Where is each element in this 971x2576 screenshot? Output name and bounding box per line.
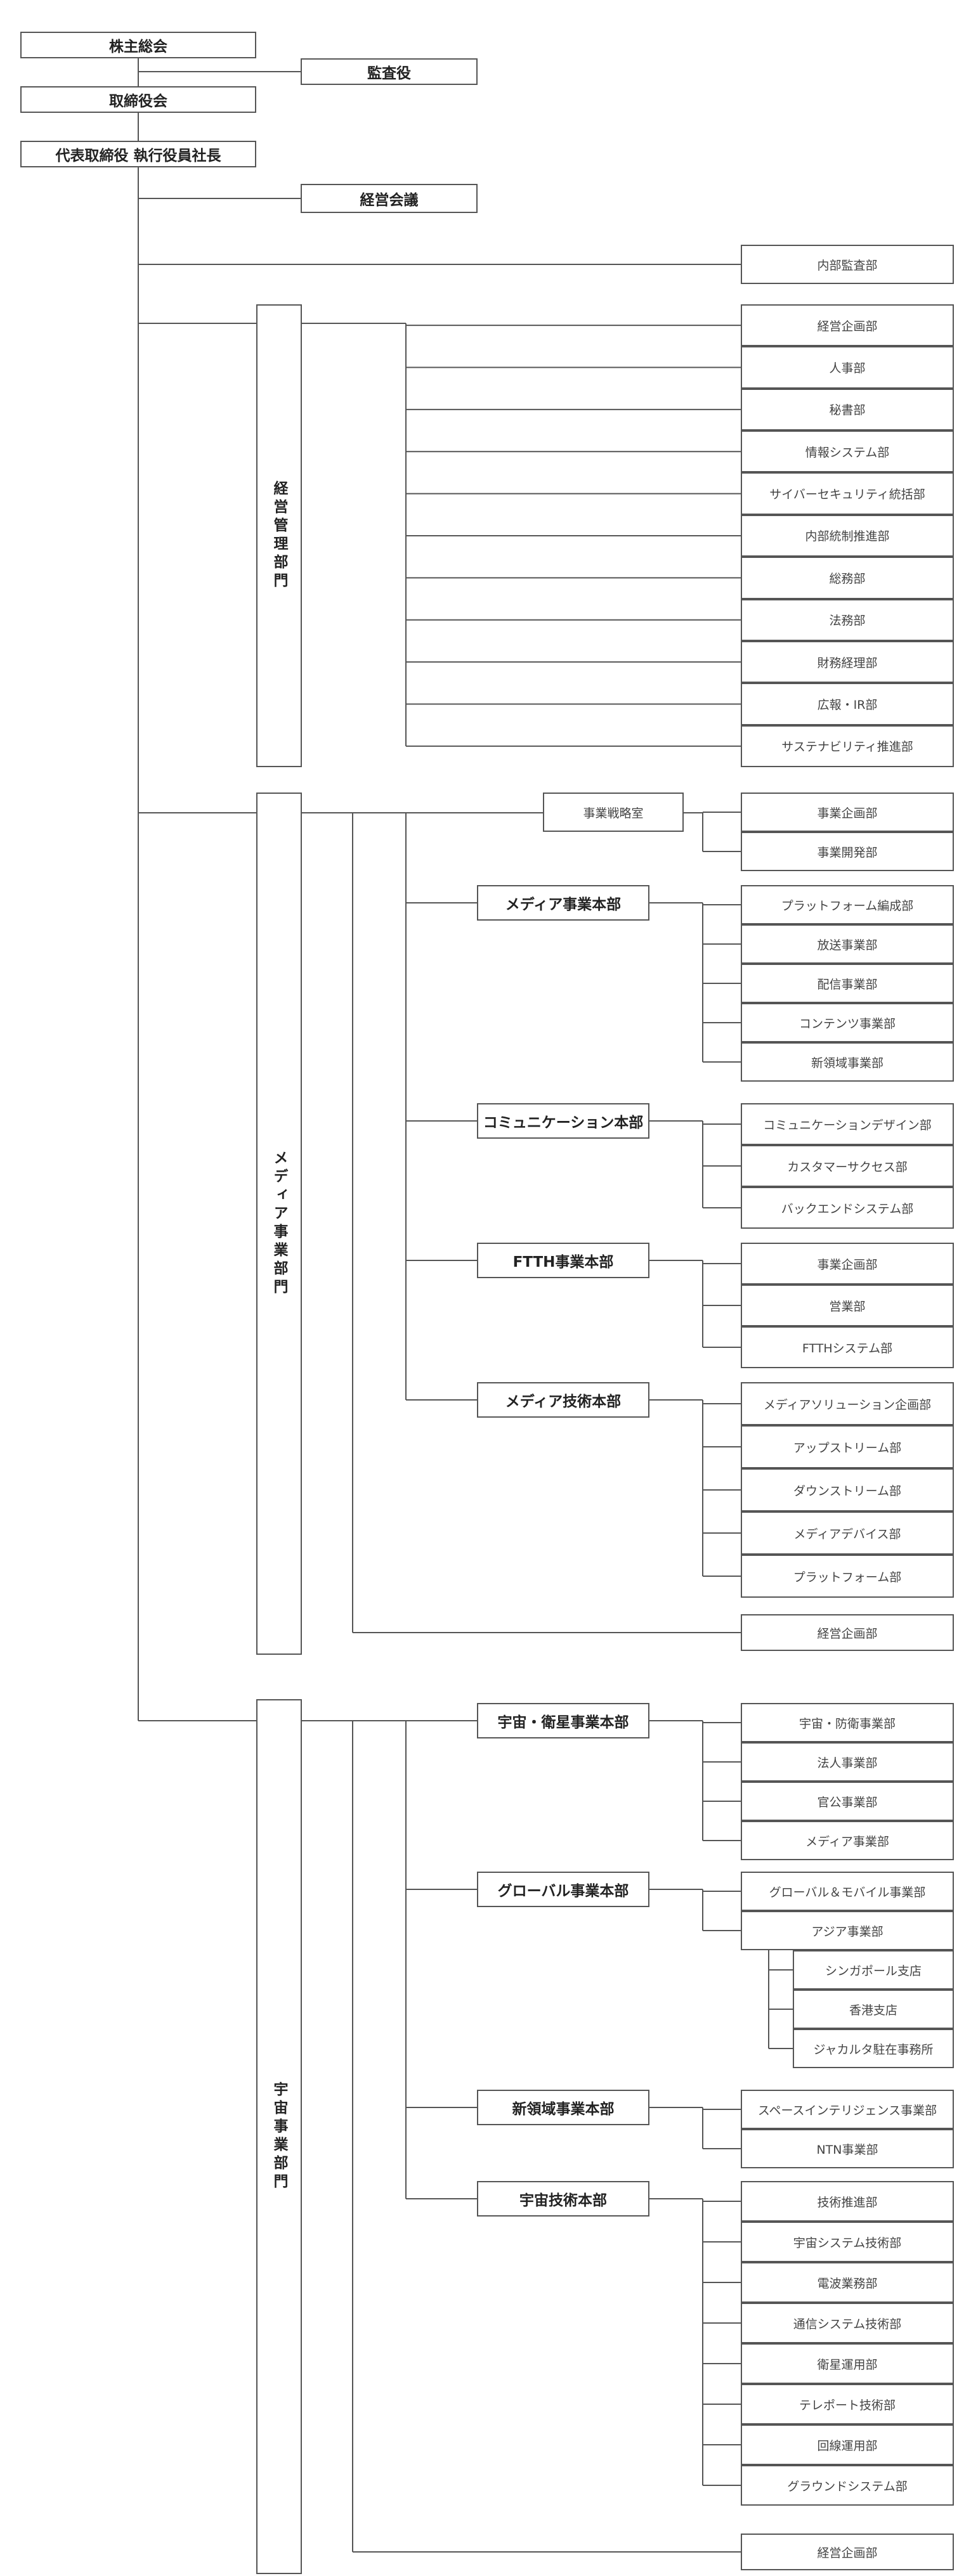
division-media: メディア事業部門	[256, 793, 302, 1655]
media-hq_tech-dept-2: ダウンストリーム部	[741, 1468, 954, 1511]
space-hq_global-dept-0: グローバル＆モバイル事業部	[741, 1872, 954, 1911]
mgmt-dept-4: サイバーセキュリティ統括部	[741, 472, 954, 515]
media-hq_comm-dept-1: カスタマーサクセス部	[741, 1145, 954, 1187]
media-hq_media-dept-2: 配信事業部	[741, 964, 954, 1003]
hq-global-box: グローバル事業本部	[477, 1872, 649, 1907]
auditor-box: 監査役	[301, 58, 478, 85]
mgmt-dept-1: 人事部	[741, 346, 954, 389]
mgmt-dept-7: 法務部	[741, 599, 954, 641]
media-hq_ftth-dept-0: 事業企画部	[741, 1243, 954, 1285]
media-hq_comm-dept-2: バックエンドシステム部	[741, 1187, 954, 1229]
president-box: 代表取締役 執行役員社長	[20, 141, 256, 167]
media-hq_media-dept-0: プラットフォーム編成部	[741, 885, 954, 924]
space-hq_tech-dept-2: 電波業務部	[741, 2262, 954, 2303]
space-hq_tech-dept-6: 回線運用部	[741, 2424, 954, 2465]
space-hq_tech-dept-7: グラウンドシステム部	[741, 2465, 954, 2506]
space-hq_sat-dept-2: 官公事業部	[741, 1782, 954, 1821]
hq-new-domain-box: 新領域事業本部	[477, 2090, 649, 2125]
space-hq_tech-dept-0: 技術推進部	[741, 2181, 954, 2222]
space-hq_new-dept-1: NTN事業部	[741, 2129, 954, 2168]
mgmt-dept-2: 秘書部	[741, 388, 954, 431]
hq-media-tech-box: メディア技術本部	[477, 1382, 649, 1418]
media-planning-box: 経営企画部	[741, 1614, 954, 1651]
media-hq_media-dept-4: 新領域事業部	[741, 1042, 954, 1082]
division-management: 経営管理部門	[256, 304, 302, 767]
space-hq_sat-dept-3: メディア事業部	[741, 1821, 954, 1860]
media-hq_tech-dept-4: プラットフォーム部	[741, 1555, 954, 1598]
division-space-label: 宇宙事業部門	[271, 2081, 287, 2192]
mgmt-meeting-box: 経営会議	[301, 184, 478, 213]
hq-media-box: メディア事業本部	[477, 885, 649, 921]
mgmt-dept-8: 財務経理部	[741, 640, 954, 683]
space-hq_sat-dept-1: 法人事業部	[741, 1742, 954, 1782]
hq-satellite-box: 宇宙・衛星事業本部	[477, 1703, 649, 1738]
space-hq_tech-dept-1: 宇宙システム技術部	[741, 2222, 954, 2262]
shareholders-box: 株主総会	[20, 32, 256, 58]
space-planning-box: 経営企画部	[741, 2534, 954, 2570]
mgmt-dept-0: 経営企画部	[741, 304, 954, 347]
global-branch-0: シンガポール支店	[793, 1950, 954, 1990]
mgmt-dept-3: 情報システム部	[741, 430, 954, 473]
strategy-dept-0: 事業企画部	[741, 793, 954, 832]
media-hq_tech-dept-3: メディアデバイス部	[741, 1511, 954, 1555]
division-space: 宇宙事業部門	[256, 1699, 302, 2574]
strategy-office-box: 事業戦略室	[543, 793, 684, 832]
media-hq_ftth-dept-1: 営業部	[741, 1285, 954, 1326]
division-management-label: 経営管理部門	[271, 481, 287, 591]
mgmt-dept-6: 総務部	[741, 557, 954, 599]
space-hq_sat-dept-0: 宇宙・防衛事業部	[741, 1703, 954, 1742]
division-media-label: メディア事業部門	[271, 1150, 287, 1297]
media-hq_tech-dept-0: メディアソリューション企画部	[741, 1382, 954, 1425]
media-hq_media-dept-1: 放送事業部	[741, 924, 954, 964]
media-hq_media-dept-3: コンテンツ事業部	[741, 1003, 954, 1042]
space-hq_tech-dept-5: テレポート技術部	[741, 2384, 954, 2424]
strategy-dept-1: 事業開発部	[741, 832, 954, 871]
space-hq_tech-dept-4: 衛星運用部	[741, 2343, 954, 2384]
global-branch-1: 香港支店	[793, 1990, 954, 2029]
board-box: 取締役会	[20, 86, 256, 113]
global-branch-2: ジャカルタ駐在事務所	[793, 2029, 954, 2068]
hq-space-tech-box: 宇宙技術本部	[477, 2181, 649, 2217]
mgmt-dept-10: サステナビリティ推進部	[741, 725, 954, 767]
space-hq_new-dept-0: スペースインテリジェンス事業部	[741, 2090, 954, 2129]
space-hq_tech-dept-3: 通信システム技術部	[741, 2303, 954, 2343]
mgmt-dept-9: 広報・IR部	[741, 683, 954, 725]
hq-comm-box: コミュニケーション本部	[477, 1103, 649, 1139]
space-hq_global-dept-1: アジア事業部	[741, 1911, 954, 1950]
media-hq_ftth-dept-2: FTTHシステム部	[741, 1326, 954, 1368]
media-hq_tech-dept-1: アップストリーム部	[741, 1425, 954, 1468]
internal-audit-box: 内部監査部	[741, 245, 954, 284]
mgmt-dept-5: 内部統制推進部	[741, 514, 954, 557]
media-hq_comm-dept-0: コミュニケーションデザイン部	[741, 1103, 954, 1145]
hq-ftth-box: FTTH事業本部	[477, 1243, 649, 1278]
